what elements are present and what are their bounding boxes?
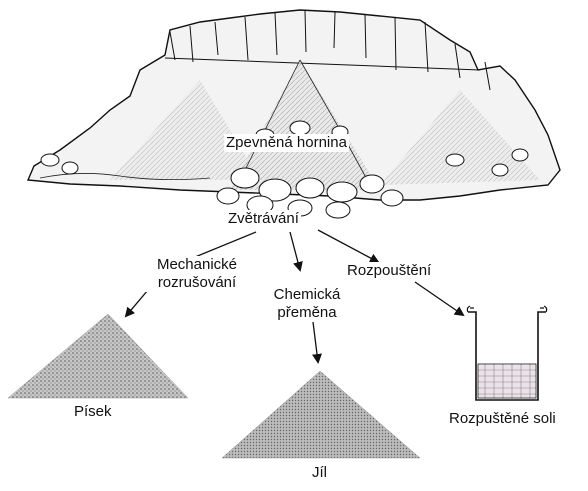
rock-label: Zpevněná hornina	[224, 134, 349, 152]
mechanical-label-line1: Mechanické	[156, 256, 238, 273]
chemical-label-line1: Chemická	[273, 286, 341, 303]
sand-label: Písek	[72, 403, 114, 421]
arrow-to-clay	[312, 321, 322, 364]
arrow-to-chemical	[289, 231, 303, 272]
arrow-to-dissolution	[317, 229, 380, 263]
weathering-label: Zvětrávání	[226, 210, 301, 228]
arrows	[124, 229, 465, 364]
salts-label: Rozpuštěné soli	[447, 410, 558, 428]
mechanical-label: Mechanické rozrušování	[145, 256, 249, 292]
beaker-icon	[466, 305, 548, 401]
dissolution-label: Rozpouštění	[345, 262, 434, 280]
arrow-to-salts	[414, 281, 465, 317]
chemical-label-line2: přeměna	[277, 304, 337, 321]
sand-pile-icon	[7, 313, 189, 399]
rock-outcrop-icon	[26, 9, 561, 219]
arrow-to-sand	[124, 289, 149, 318]
chemical-label: Chemická přeměna	[262, 286, 352, 322]
clay-label: Jíl	[310, 464, 329, 482]
mechanical-label-line2: rozrušování	[157, 274, 237, 291]
clay-pile-icon	[221, 370, 421, 459]
